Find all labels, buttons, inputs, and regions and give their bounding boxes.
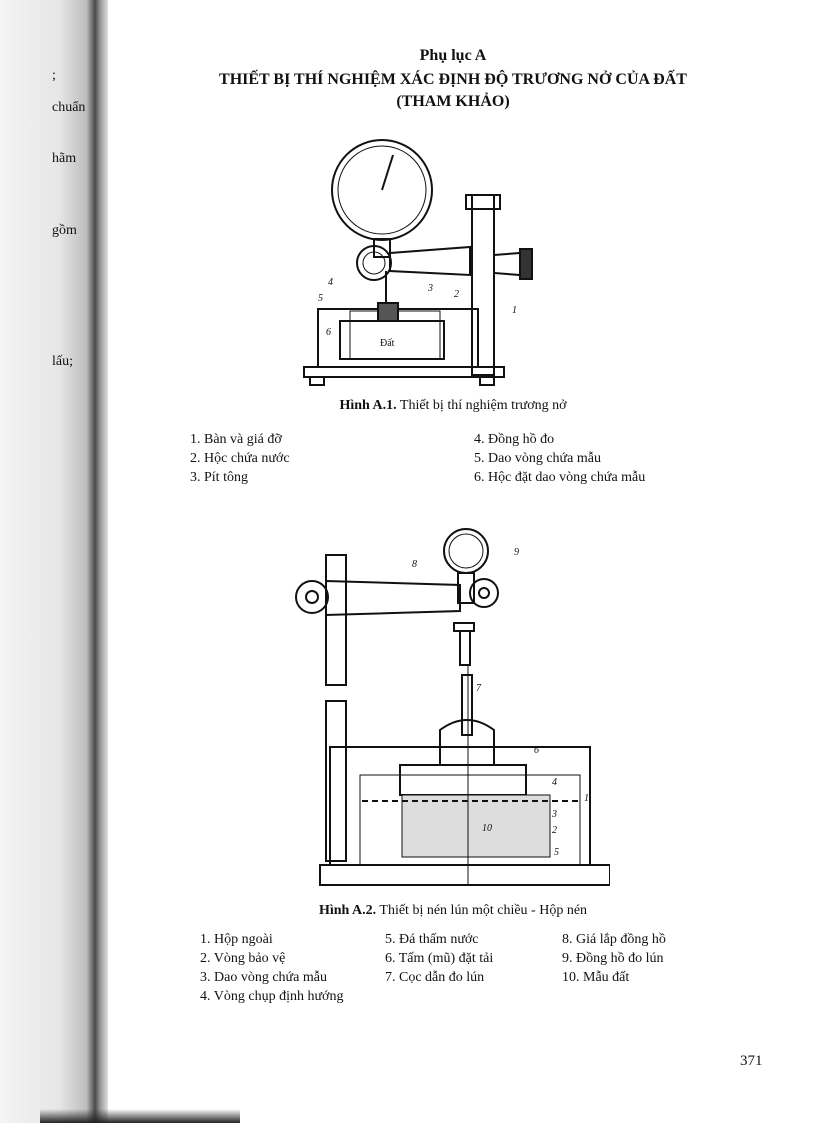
page-number: 371 (740, 1053, 763, 1069)
figure-a2-drawing: 1 2 3 4 5 6 7 8 9 10 (295, 528, 610, 886)
svg-text:9: 9 (514, 547, 519, 558)
svg-text:5: 5 (318, 293, 323, 304)
svg-text:6: 6 (534, 745, 539, 756)
svg-text:7: 7 (476, 683, 482, 694)
figure-a1-drawing: Đất 1 2 3 4 5 6 (303, 139, 533, 386)
svg-text:1: 1 (584, 793, 589, 804)
svg-text:2: 2 (552, 825, 557, 836)
figure-a2-caption: Hình A.2. Thiết bị nén lún một chiều - H… (318, 903, 588, 918)
svg-text:8: 8 (412, 559, 417, 570)
svg-text:1: 1 (512, 305, 517, 316)
margin-fragment: lấu; (52, 354, 73, 369)
page-title: THIẾT BỊ THÍ NGHIỆM XÁC ĐỊNH ĐỘ TRƯƠNG N… (219, 71, 687, 88)
book-gutter-shadow (0, 0, 108, 1123)
svg-text:6: 6 (326, 327, 331, 338)
svg-text:4: 4 (328, 277, 333, 288)
figure-a1-caption: Hình A.1. Thiết bị thí nghiệm trương nở (339, 398, 567, 413)
drawing-label-soil: Đất (380, 338, 395, 349)
margin-fragment: hãm (52, 151, 77, 166)
margin-fragment: ; (52, 68, 56, 83)
appendix-label: Phụ lục A (419, 47, 487, 64)
margin-fragment: chuẩn (52, 100, 86, 115)
svg-text:3: 3 (551, 809, 557, 820)
svg-text:3: 3 (427, 283, 433, 294)
svg-text:10: 10 (482, 823, 492, 834)
svg-text:5: 5 (554, 847, 559, 858)
page-subtitle: (THAM KHẢO) (396, 93, 510, 110)
page-edge-shadow (40, 1109, 240, 1123)
svg-text:2: 2 (454, 289, 459, 300)
margin-fragment: gồm (52, 223, 77, 238)
svg-text:4: 4 (552, 777, 557, 788)
